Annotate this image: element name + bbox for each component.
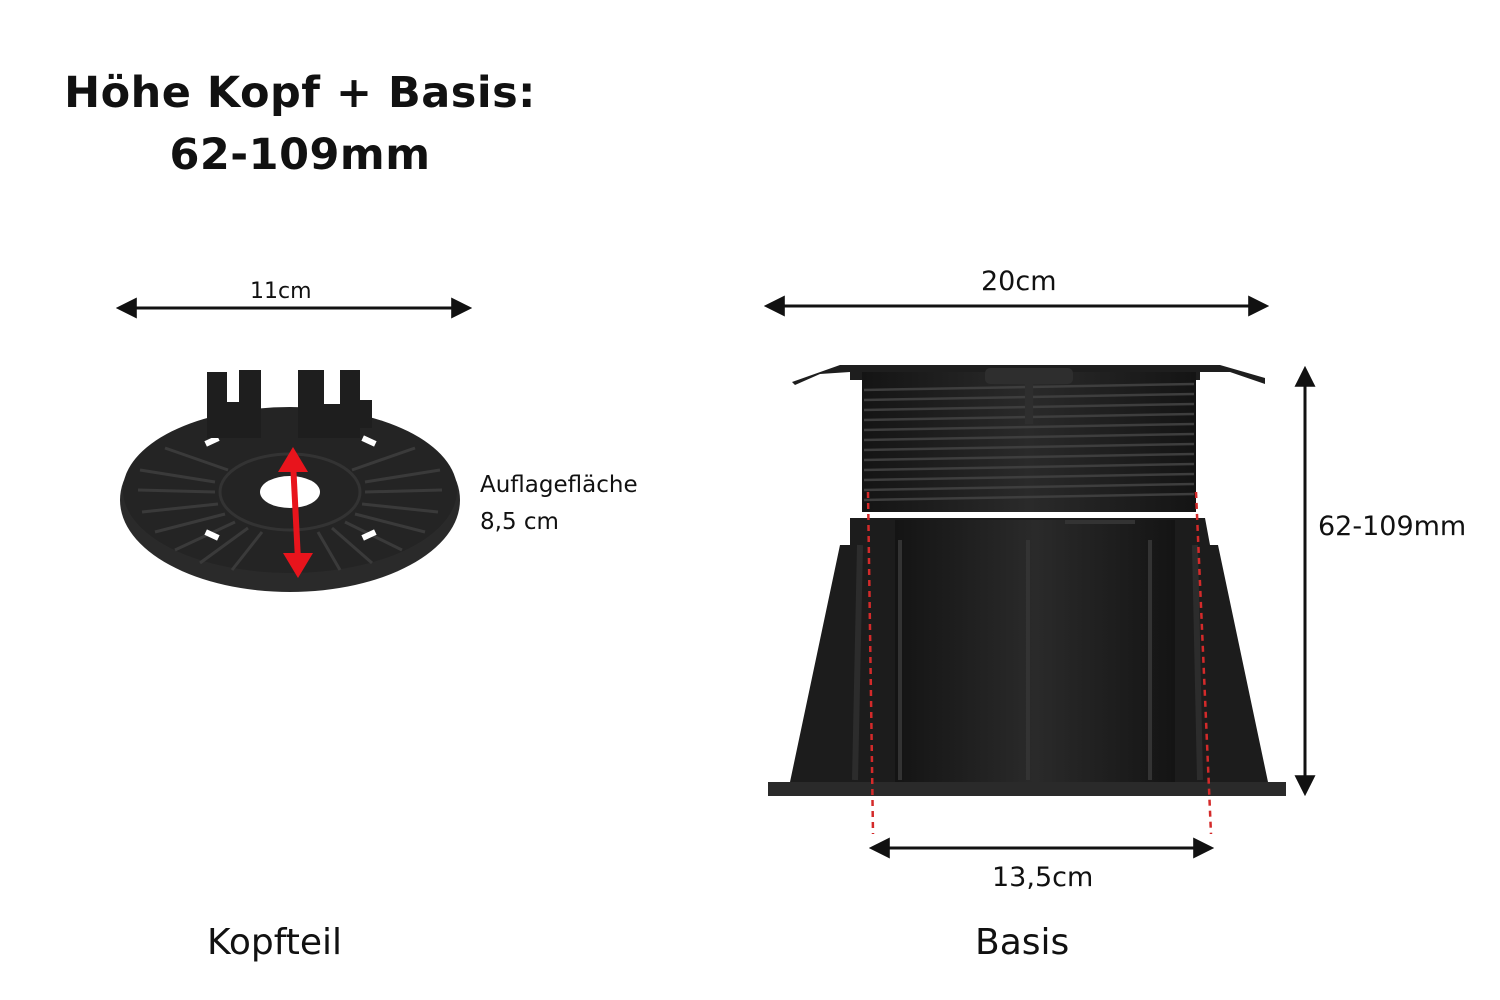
head-part-illustration [115, 297, 473, 592]
support-surface-label-line-2: 8,5 cm [480, 509, 559, 535]
title-line-1: Höhe Kopf + Basis: [64, 68, 536, 118]
base-part-caption: Basis [975, 922, 1070, 963]
base-width-label: 20cm [981, 266, 1057, 297]
inner-width-dashed-guides [866, 491, 1213, 835]
head-part-caption: Kopfteil [207, 922, 342, 963]
head-width-label: 11cm [250, 279, 312, 304]
base-part-illustration [763, 295, 1316, 859]
base-height-label: 62-109mm [1318, 511, 1467, 542]
thread-lines [863, 382, 1195, 502]
title-line-2: 62-109mm [169, 130, 431, 180]
head-spacer-tabs [207, 370, 372, 438]
page-title: Höhe Kopf + Basis: 62-109mm [60, 62, 540, 186]
support-surface-label-line-1: Auflagefläche [480, 472, 638, 498]
base-inner-width-label: 13,5cm [992, 862, 1094, 893]
support-surface-red-arrow [278, 447, 313, 578]
support-surface-label: Auflagefläche 8,5 cm [480, 467, 638, 541]
